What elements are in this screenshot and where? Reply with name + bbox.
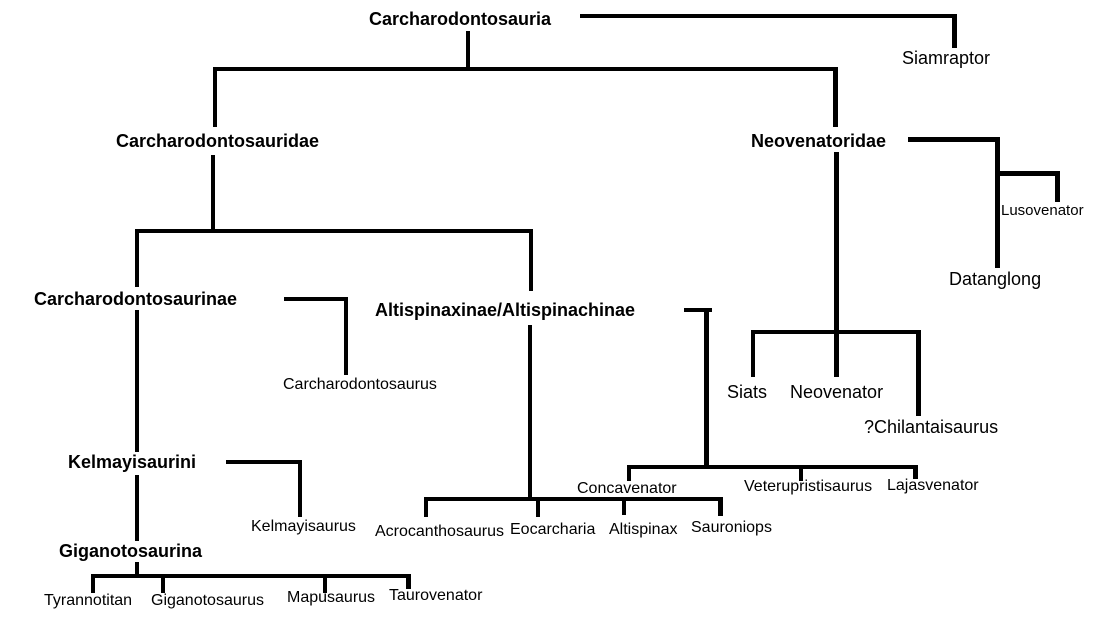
branch-concavenator-clade-v: [704, 308, 709, 469]
branch-siats-clade-h: [751, 330, 921, 334]
branch-siats-tick: [751, 330, 755, 377]
clade-label-giganotosaurina: Giganotosaurina: [59, 541, 203, 561]
taxon-label-neovenator: Neovenator: [790, 382, 884, 402]
taxon-label-veterupristisaurus: Veterupristisaurus: [744, 478, 873, 495]
branch-carcharodontosauridae-lower-v: [211, 155, 215, 231]
branch-altispinaxinae-upper-v: [529, 229, 533, 291]
branch-eocarcharia-tick: [536, 497, 540, 517]
branch-carcharodontosaurinae-upper-v: [135, 229, 139, 287]
branch-altispinaxinae-lower-v: [528, 325, 532, 500]
branch-lajasvenator-tick: [913, 465, 918, 479]
branch-tyrannotitan-tick: [91, 574, 95, 593]
branch-kelmayisaurus-dash-h: [226, 460, 302, 464]
branch-altispinax-tick: [622, 497, 626, 515]
branch-giganotosaurina-split-h: [91, 574, 411, 578]
clade-label-altispinaxinae: Altispinaxinae/Altispinachinae: [375, 300, 636, 320]
branch-carcharodontosauridae-upper-v: [213, 67, 217, 127]
taxon-label-taurovenator: Taurovenator: [389, 587, 483, 604]
taxon-label-carcharodontosaurus: Carcharodontosaurus: [283, 376, 437, 393]
branch-veterupristisaurus-tick: [799, 465, 803, 481]
clade-label-carcharodontosaurinae: Carcharodontosaurinae: [34, 289, 238, 309]
branch-chilantaisaurus-v: [916, 330, 921, 416]
branch-datanglong-v: [995, 137, 1000, 268]
taxon-label-concavenator: Concavenator: [577, 480, 677, 497]
taxon-label-datanglong: Datanglong: [949, 269, 1042, 289]
branch-root-to-siamraptor-h: [580, 14, 957, 18]
branch-altispinaxinae-dash-h: [684, 308, 712, 312]
branch-main-split-h: [213, 67, 838, 71]
clade-label-carcharodontosauridae: Carcharodontosauridae: [116, 131, 320, 151]
branch-lusovenator-h: [995, 171, 1060, 176]
branch-altispinaxinae-clade-h: [424, 497, 723, 501]
branch-mapusaurus-tick: [323, 574, 327, 593]
branch-sauroniops-tick: [718, 497, 723, 516]
taxon-label-lajasvenator: Lajasvenator: [887, 477, 979, 494]
taxon-label-eocarcharia: Eocarcharia: [510, 521, 596, 538]
branch-siamraptor-v: [952, 14, 957, 48]
branch-neovenatoridae-dash-h: [908, 137, 1000, 142]
branch-carcharodontosaurinae-lower-v: [135, 310, 139, 452]
taxon-label-acrocanthosaurus: Acrocanthosaurus: [375, 523, 504, 540]
branch-carcharodontosaurus-v: [344, 297, 348, 375]
branch-acrocanthosaurus-tick: [424, 497, 428, 517]
taxon-label-sauroniops: Sauroniops: [691, 519, 772, 536]
branch-kelmayisaurus-v: [298, 460, 302, 517]
branch-giganotosaurus-tick: [161, 574, 165, 593]
taxon-label-lusovenator: Lusovenator: [1001, 202, 1084, 219]
taxon-label-siamraptor: Siamraptor: [902, 48, 991, 68]
branch-lusovenator-v: [1055, 171, 1060, 202]
taxon-label-giganotosaurus: Giganotosaurus: [151, 592, 264, 609]
branch-taurovenator-tick: [406, 574, 411, 589]
branch-carcharodontosaurus-dash-h: [284, 297, 348, 301]
clade-label-kelmayisaurini: Kelmayisaurini: [68, 452, 197, 472]
branch-giganotosaurina-lower-v: [135, 562, 139, 576]
taxon-label-altispinax: Altispinax: [609, 521, 678, 538]
branch-neovenatoridae-lower-v: [834, 152, 839, 377]
branch-concavenator-clade-h: [627, 465, 918, 469]
branch-kelmayisaurini-lower-v: [135, 475, 139, 541]
branch-concavenator-tick: [627, 465, 631, 481]
taxon-label-chilantaisaurus: ?Chilantaisaurus: [864, 417, 999, 437]
taxon-label-siats: Siats: [727, 382, 768, 402]
taxon-label-tyrannotitan: Tyrannotitan: [44, 592, 133, 609]
taxon-label-mapusaurus: Mapusaurus: [287, 589, 376, 606]
clade-label-neovenatoridae: Neovenatoridae: [751, 131, 887, 151]
taxon-label-kelmayisaurus: Kelmayisaurus: [251, 518, 356, 535]
clade-label-carcharodontosauria: Carcharodontosauria: [369, 9, 552, 29]
branch-neovenatoridae-upper-v: [833, 67, 838, 127]
branch-root-v: [466, 31, 470, 71]
branch-carcharodontosauridae-split-h: [135, 229, 533, 233]
